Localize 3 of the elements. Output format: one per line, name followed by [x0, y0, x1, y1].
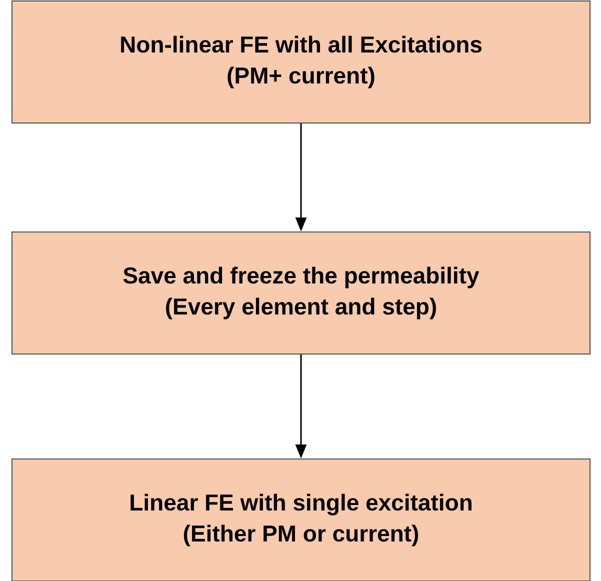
process-box: Non-linear FE with all Excitations (PM+ current) — [12, 0, 590, 124]
process-box: Linear FE with single excitation (Either PM or current) — [12, 458, 590, 581]
process-box: Save and freeze the permeability (Every element and step) — [12, 232, 590, 354]
